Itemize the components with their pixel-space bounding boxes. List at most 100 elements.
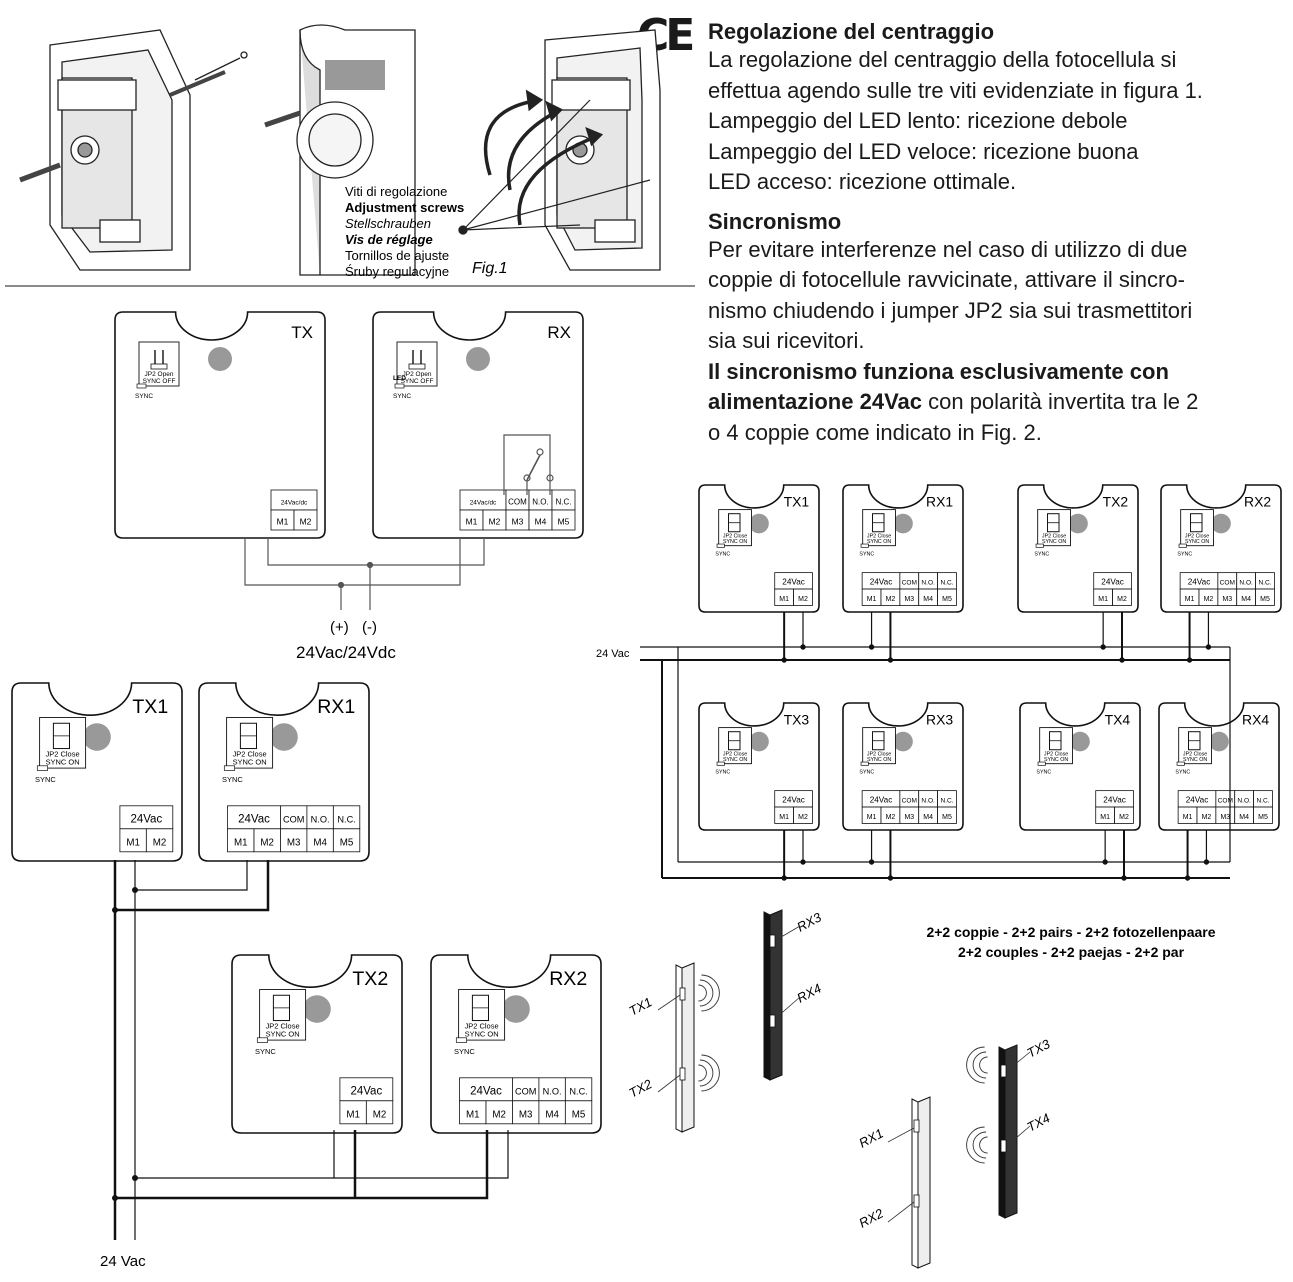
lens-icon: [466, 347, 490, 371]
terminal-label: M3: [519, 1109, 533, 1120]
unit-label: RX2: [1244, 493, 1271, 509]
column-front: [675, 964, 683, 1133]
signal-arc: [701, 974, 720, 1012]
sync-label: SYNC: [1036, 770, 1051, 776]
terminal-label: M3: [512, 516, 524, 526]
sync-label: SYNC: [454, 1047, 475, 1056]
supply-label-4pair: 24 Vac: [596, 648, 630, 660]
sync-connector-icon: [455, 1037, 467, 1043]
jumper-text: SYNC ON: [723, 757, 747, 763]
contact-label: COM: [283, 814, 304, 824]
terminal-label: M1: [277, 516, 289, 526]
leader-line: [887, 1127, 915, 1143]
signal-arc: [701, 1054, 720, 1092]
sync-label: SYNC: [135, 393, 153, 400]
power-label: 24Vac/dc: [281, 499, 308, 506]
jumper-text: JP2 Close: [465, 1022, 499, 1031]
lens-icon: [749, 513, 769, 534]
signal-arc: [979, 1136, 988, 1154]
column-label: TX2: [626, 1076, 655, 1101]
terminal-label: M4: [923, 596, 933, 603]
unit-label: TX2: [1103, 493, 1129, 509]
leader-line: [1007, 1051, 1031, 1071]
column-tx3-tx4: [998, 1044, 1018, 1219]
unit-label: TX1: [784, 493, 810, 509]
column-rx3-rx4: [763, 909, 783, 1081]
lens-icon: [893, 731, 913, 752]
terminal-label: M5: [942, 596, 952, 603]
jumper-base-icon: [150, 363, 168, 370]
leader-line: [657, 994, 681, 1011]
section1-line: La regolazione del centraggio della foto…: [708, 47, 1177, 72]
signal-arc: [972, 1051, 987, 1079]
power-label: 24Vac: [238, 813, 270, 825]
sync-connector-icon: [860, 543, 869, 548]
terminal-cell: [793, 806, 813, 824]
terminal-label: M1: [779, 596, 789, 603]
section1-line: effettua agendo sulle tre viti evidenzia…: [708, 77, 1203, 103]
terminal-cell: [564, 1100, 593, 1125]
unit-feed-wires: [1100, 612, 1125, 663]
fig1-label: Śruby regulacyjne: [345, 264, 449, 279]
lens-icon: [270, 723, 298, 751]
terminal-label: M2: [798, 596, 808, 603]
terminal-label: M5: [558, 516, 570, 526]
terminal-label: M2: [373, 1109, 387, 1120]
terminal-label: M1: [779, 814, 789, 821]
column-front: [911, 1098, 919, 1269]
column-label: RX3: [794, 909, 824, 934]
signal-arc: [698, 1064, 707, 1082]
terminal-cell: [145, 828, 174, 853]
two-pair-wiring: [112, 860, 509, 1240]
power-label: 24Vac: [130, 813, 162, 825]
unit-feed-wires: [781, 830, 806, 881]
signal-arc: [979, 1056, 988, 1074]
terminal-label: M3: [904, 814, 914, 821]
section-title-centering: Regolazione del centraggio: [708, 19, 995, 44]
section2-line: Per evitare interferenze nel caso di uti…: [708, 236, 1188, 262]
sync-label: SYNC: [715, 552, 730, 558]
jumper-text: JP2 Open: [145, 371, 174, 378]
sync-connector-icon: [860, 761, 869, 766]
jumper-text: JP2 Close: [266, 1022, 300, 1031]
jumper-text: JP2 Open: [403, 371, 432, 378]
leader-line: [887, 1201, 915, 1223]
power-label: 24Vac: [782, 795, 805, 804]
columns-caption-line1: 2+2 coppie - 2+2 pairs - 2+2 fotozellenp…: [926, 924, 1215, 940]
contact-label: N.O.: [921, 579, 935, 586]
unit-label: RX: [547, 323, 571, 342]
sync-connector-icon: [36, 765, 48, 771]
sync-label: SYNC: [859, 770, 874, 776]
column-side: [1004, 1044, 1018, 1219]
leader-line: [775, 996, 801, 1019]
jumper-text: SYNC ON: [1183, 757, 1207, 763]
terminal-label: M2: [300, 516, 312, 526]
column-tx1-tx2: [675, 962, 695, 1133]
terminal-cell: [293, 509, 318, 531]
terminal-cell: [365, 1100, 394, 1125]
column-label: RX1: [856, 1126, 885, 1151]
sync-label: SYNC: [393, 393, 411, 400]
fig1-label: Stellschrauben: [345, 216, 431, 231]
jumper-text: JP2 Close: [46, 750, 80, 759]
jumper-text: JP2 Close: [723, 751, 747, 757]
terminal-cell: [1253, 806, 1273, 824]
supply-label-open: 24Vac/24Vdc: [296, 643, 396, 662]
jumper-text: JP2 Close: [1042, 533, 1066, 539]
unit-feed-wires: [1184, 830, 1210, 881]
section2-bold-line: Il sincronismo funziona esclusivamente c…: [708, 358, 1169, 384]
sync-connector-icon: [1035, 543, 1044, 548]
power-label: 24Vac/dc: [470, 499, 497, 506]
power-label: 24Vac: [1188, 577, 1211, 586]
lens-icon: [749, 731, 769, 752]
unit-label: RX1: [317, 696, 355, 718]
jumper-text: JP2 Close: [233, 750, 267, 759]
terminal-cell: [551, 509, 576, 531]
section-title-sync: Sincronismo: [708, 208, 842, 234]
terminal-label: M3: [1222, 596, 1232, 603]
sync-label: SYNC: [1034, 552, 1049, 558]
contact-label: COM: [508, 497, 527, 506]
